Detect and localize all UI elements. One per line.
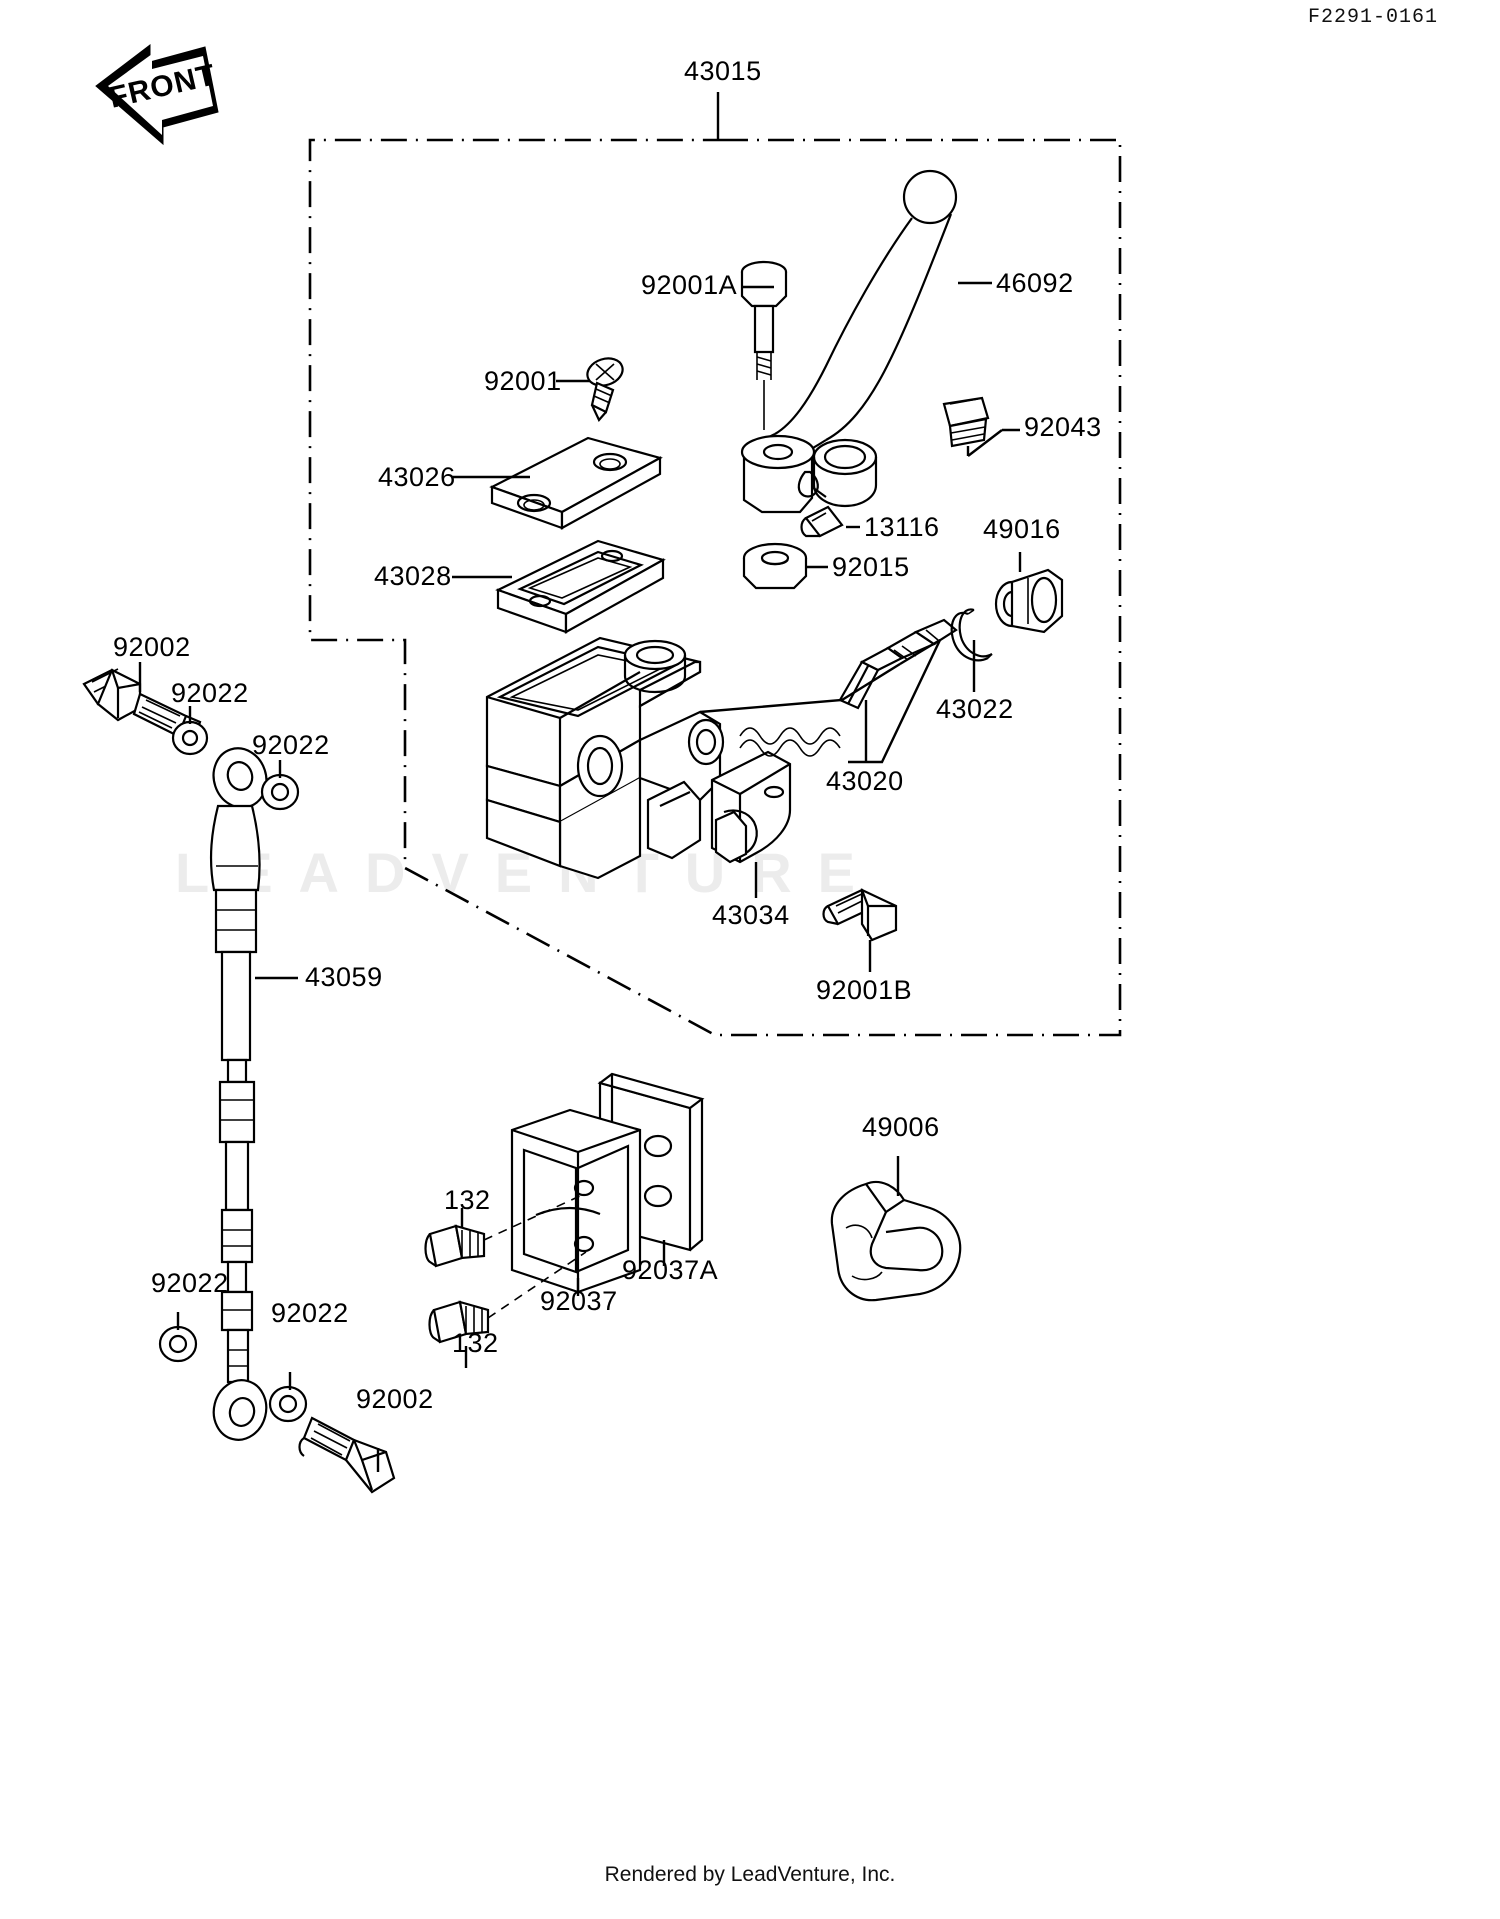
part-43028-diaphragm [498,541,663,632]
part-49006-lever-cover [832,1182,960,1300]
callout-92043: 92043 [1024,412,1102,442]
callout-92037A: 92037A [622,1255,719,1285]
callout-43022: 43022 [936,694,1014,724]
part-92002-banjo-bolt-bottom [300,1418,395,1492]
callout-92002-bottom: 92002 [356,1384,434,1414]
front-arrow-icon: FRONT [96,45,219,144]
callout-92015: 92015 [832,552,910,582]
part-13116-push-rod [802,507,843,536]
callout-92001: 92001 [484,366,562,396]
part-92037-clamp [512,1110,640,1292]
callout-132-b: 132 [452,1328,499,1358]
part-92022-washer-d [270,1387,306,1421]
part-92022-washer-c [160,1327,196,1361]
callout-13116: 13116 [864,512,940,542]
part-92022-washer-a [173,722,207,754]
part-43022-circlip [952,609,992,660]
footer-credit: Rendered by LeadVenture, Inc. [604,1863,896,1886]
drawing-code: F2291-0161 [1307,6,1438,29]
part-master-cylinder-body [487,638,723,878]
callout-49016: 49016 [983,514,1061,544]
part-92001A-pivot-bolt [742,262,786,430]
callout-43034: 43034 [712,900,790,930]
part-43059-brake-hose [206,741,274,1445]
callout-92001A: 92001A [641,270,738,300]
part-92022-washer-b [262,775,298,809]
part-92002-banjo-bolt-top [84,669,200,740]
part-132-bolt-a [426,1226,485,1266]
callout-46092: 46092 [996,268,1074,298]
callout-92022-d: 92022 [271,1298,349,1328]
part-92043-slotted-plug [944,398,1002,456]
part-43026-cap-plate [492,438,660,528]
callout-92022-c: 92022 [151,1268,229,1298]
callout-92002-top: 92002 [113,632,191,662]
callout-92022-b: 92022 [252,730,330,760]
part-46092-brake-lever [742,171,956,512]
part-132-bolt-b [430,1302,489,1342]
leader-lines [140,283,1020,1472]
part-92001B-clamp-bolt [824,890,897,940]
callout-49006: 49006 [862,1112,940,1142]
assembly-boundary-43015 [310,140,1120,1035]
callout-43028: 43028 [374,561,452,591]
callout-92037: 92037 [540,1286,618,1316]
callout-43020: 43020 [826,766,904,796]
callout-43059: 43059 [305,962,383,992]
part-43034-clamp-holder [712,752,790,862]
part-92001-cap-screw [584,354,626,420]
callout-43015: 43015 [684,56,762,86]
callout-92022-a: 92022 [171,678,249,708]
part-92015-nut [744,544,806,588]
callout-132-a: 132 [444,1185,491,1215]
callout-43026: 43026 [378,462,456,492]
callout-92001B: 92001B [816,975,913,1005]
part-49016-dust-seal [996,570,1062,632]
part-43020-piston-kit [700,620,956,762]
